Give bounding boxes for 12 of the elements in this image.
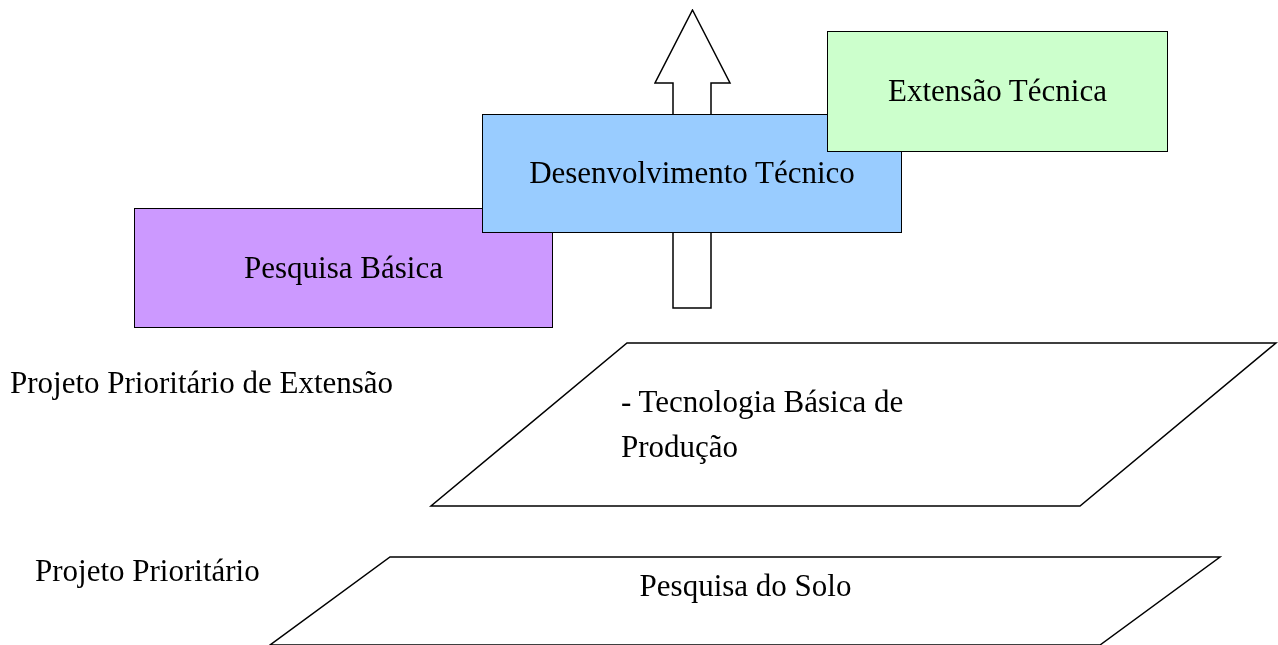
parallelogram-layer — [270, 557, 1221, 645]
process-box — [134, 208, 553, 328]
node-label: Extensão Técnica — [888, 72, 1107, 111]
parallelogram-layer — [431, 343, 1277, 506]
node-label: Pesquisa Básica — [244, 248, 443, 287]
node-label: Desenvolvimento Técnico — [529, 154, 855, 193]
process-box — [482, 114, 902, 233]
node-label: Pesquisa do Solo — [639, 566, 852, 605]
process-box — [827, 31, 1168, 152]
layer-caption: Projeto Prioritário — [35, 553, 260, 589]
layer-caption: Projeto Prioritário de Extensão — [10, 365, 394, 401]
node-label: - Tecnologia Básica de Produção — [621, 382, 905, 466]
